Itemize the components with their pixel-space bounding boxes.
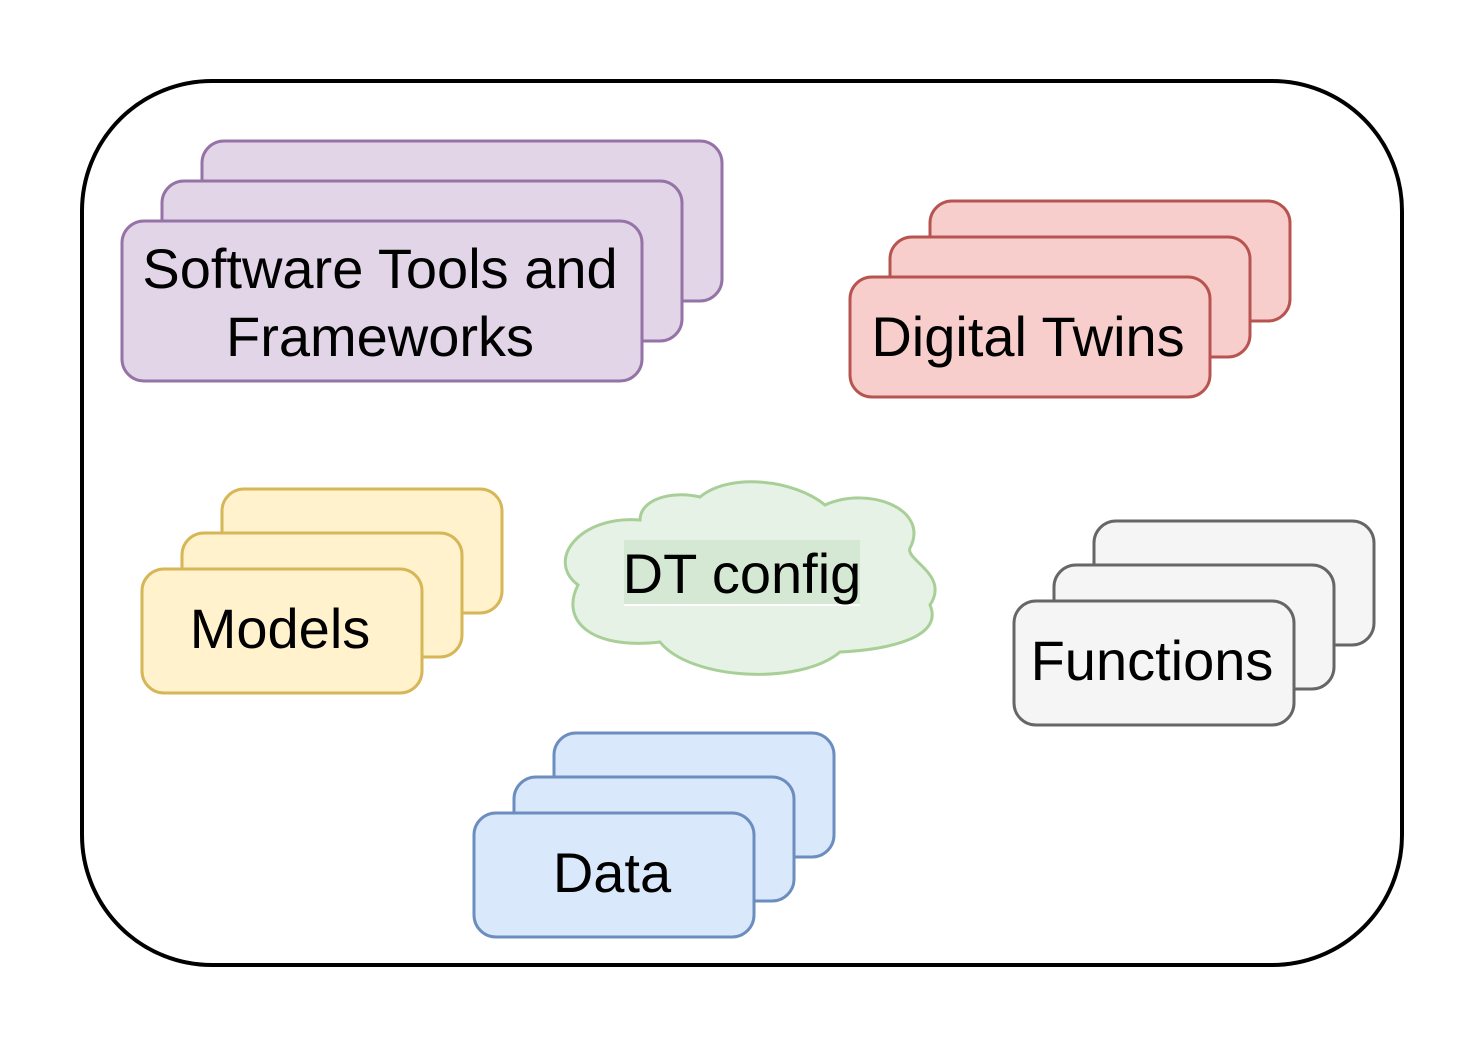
- software-tools-label-line-2: Frameworks: [226, 305, 534, 368]
- digital-twins-stack: Digital Twins: [848, 199, 1292, 399]
- stack-card-front: [472, 811, 756, 939]
- stack-card-front: [1012, 599, 1296, 727]
- data-label: Data: [553, 841, 672, 904]
- dt-config-label: DT config: [623, 542, 862, 605]
- data-stack: Data: [472, 731, 836, 939]
- stack-card-front: [848, 275, 1212, 399]
- digital-twins-label: Digital Twins: [871, 305, 1184, 368]
- models-stack: Models: [140, 487, 504, 695]
- models-label: Models: [190, 597, 371, 660]
- dt-config-label-highlight: [624, 540, 860, 606]
- software-tools-label-line-1: Software Tools and: [142, 237, 617, 300]
- functions-stack: Functions: [1012, 519, 1376, 727]
- stack-card-front: [140, 567, 424, 695]
- dt-config-cloud: DT config: [563, 480, 937, 676]
- functions-label: Functions: [1031, 629, 1274, 692]
- software-tools-stack: Software Tools and Frameworks: [120, 139, 724, 383]
- stack-card-front: [120, 219, 644, 383]
